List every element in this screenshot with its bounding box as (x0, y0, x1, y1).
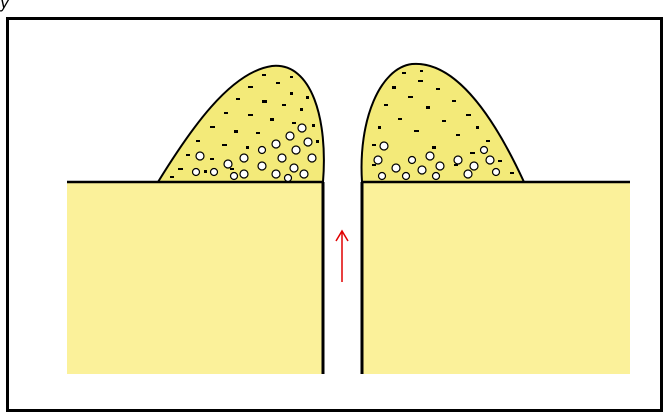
upward-flow-arrow (336, 231, 348, 282)
left-sediment-mound (158, 66, 324, 182)
left-ground-block (67, 182, 323, 374)
right-ground-block (362, 182, 630, 374)
